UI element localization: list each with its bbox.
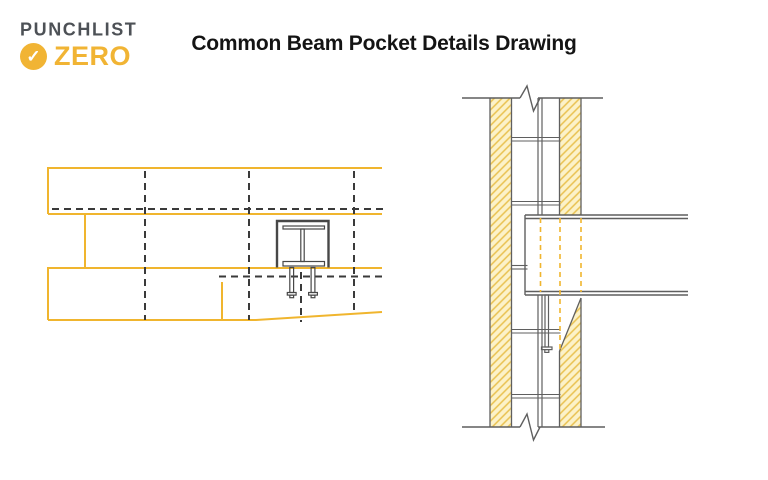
logo-wordmark-bottom: ✓ ZERO [20, 42, 150, 70]
plan-masonry-outlines [47, 167, 383, 321]
beam-pocket-plan-drawing [47, 167, 383, 322]
logo-wordmark-top: PUNCHLIST [20, 18, 138, 40]
wall-ties [511, 136, 561, 399]
punchlist-zero-logo: PUNCHLIST ✓ ZERO [20, 20, 150, 70]
plan-hidden-lines [52, 171, 383, 322]
steel-beam [524, 214, 688, 296]
page-title: Common Beam Pocket Details Drawing [191, 32, 577, 55]
i-beam-section [282, 225, 326, 267]
break-symbol-top [519, 84, 541, 113]
break-symbol-bottom [519, 412, 541, 443]
beam-pocket-box [275, 219, 330, 299]
beam-anchor-bolt [540, 294, 553, 354]
hidden-wall-face-lines [539, 218, 582, 349]
masonry-wythes [489, 98, 582, 427]
anchor-bolt-left [286, 266, 297, 299]
cavity-lines [537, 98, 543, 427]
anchor-bolt-right [308, 266, 319, 299]
datum-lines [462, 84, 605, 443]
beam-pocket-wall-section-drawing [462, 84, 688, 443]
pocket-bevel-line [558, 297, 582, 352]
checkmark-icon: ✓ [20, 42, 47, 70]
logo-zero-text: ZERO [54, 40, 132, 71]
